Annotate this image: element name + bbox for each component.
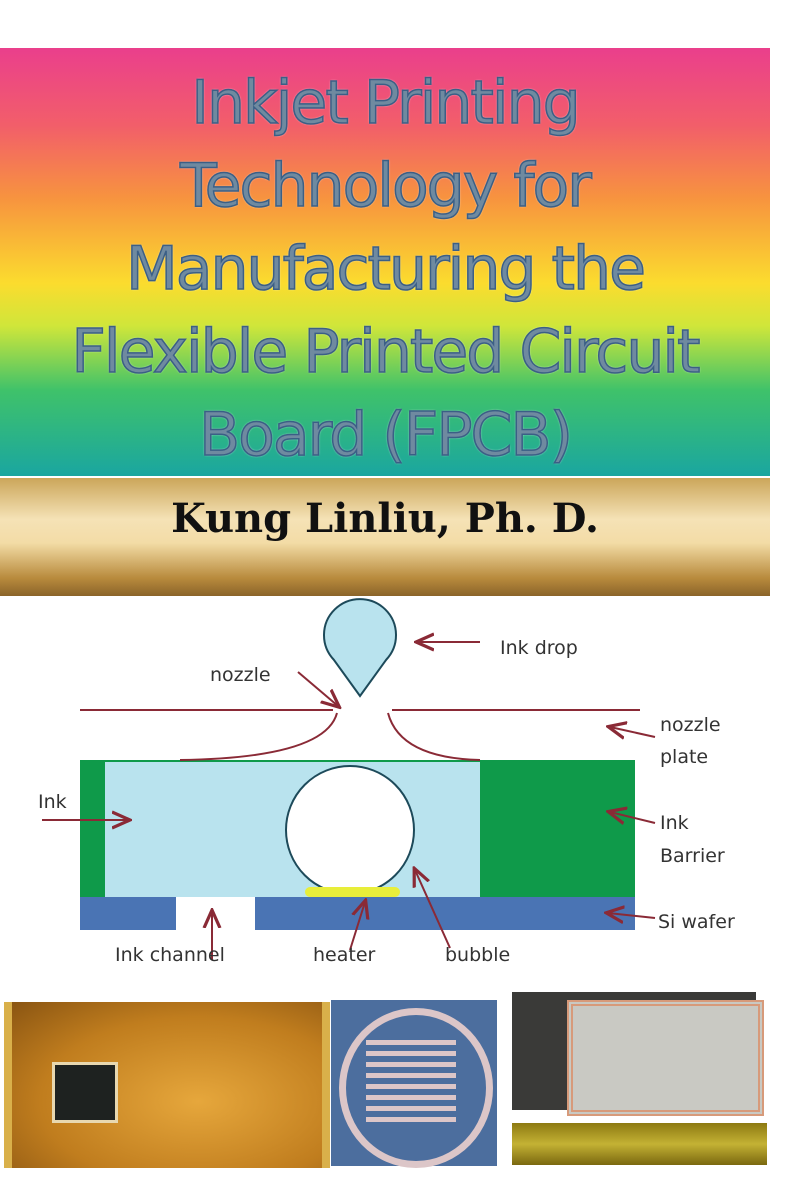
inkjet-diagram: Ink drop nozzle nozzle plate Ink Ink Bar… [38, 598, 735, 966]
arrows [42, 642, 656, 960]
title-line: Board (FPCB) [198, 399, 573, 471]
fpcb-photo-coil [512, 992, 764, 1116]
chip [52, 1062, 118, 1123]
title-line: Manufacturing the [125, 233, 647, 305]
label-ink-barrier-1: Ink [660, 812, 689, 834]
author-band [0, 478, 770, 596]
heater [305, 887, 400, 897]
nozzle-plate [80, 709, 640, 761]
author-name: Kung Linliu, Ph. D. [171, 495, 599, 542]
comb-trace [366, 1040, 456, 1126]
label-ink-channel: Ink channel [115, 944, 225, 966]
coil [567, 1000, 764, 1116]
label-ink-barrier-2: Barrier [660, 845, 725, 867]
fpcb-photo-strip [512, 1123, 767, 1165]
label-si-wafer: Si wafer [658, 911, 735, 933]
label-heater: heater [313, 944, 376, 966]
si-wafer-right [255, 897, 635, 930]
label-nozzle-plate-1: nozzle [660, 714, 721, 736]
si-wafer-left [80, 897, 176, 930]
fpcb-photo-gold [4, 1002, 330, 1168]
label-ink: Ink [38, 791, 67, 813]
bubble [285, 765, 415, 895]
label-nozzle: nozzle [210, 664, 271, 686]
title-line: Technology for [179, 150, 592, 222]
title-line: Flexible Printed Circuit [71, 316, 702, 388]
title-banner [0, 48, 770, 476]
title-line: Inkjet Printing [191, 67, 582, 139]
ink-drop [323, 598, 397, 698]
fpcb-photo-blue [331, 1000, 497, 1168]
label-nozzle-plate-2: plate [660, 746, 708, 768]
ring-trace [339, 1008, 493, 1168]
label-bubble: bubble [445, 944, 510, 966]
book-title: Inkjet Printing Technology for Manufactu… [0, 62, 770, 477]
label-ink-drop: Ink drop [500, 637, 578, 659]
